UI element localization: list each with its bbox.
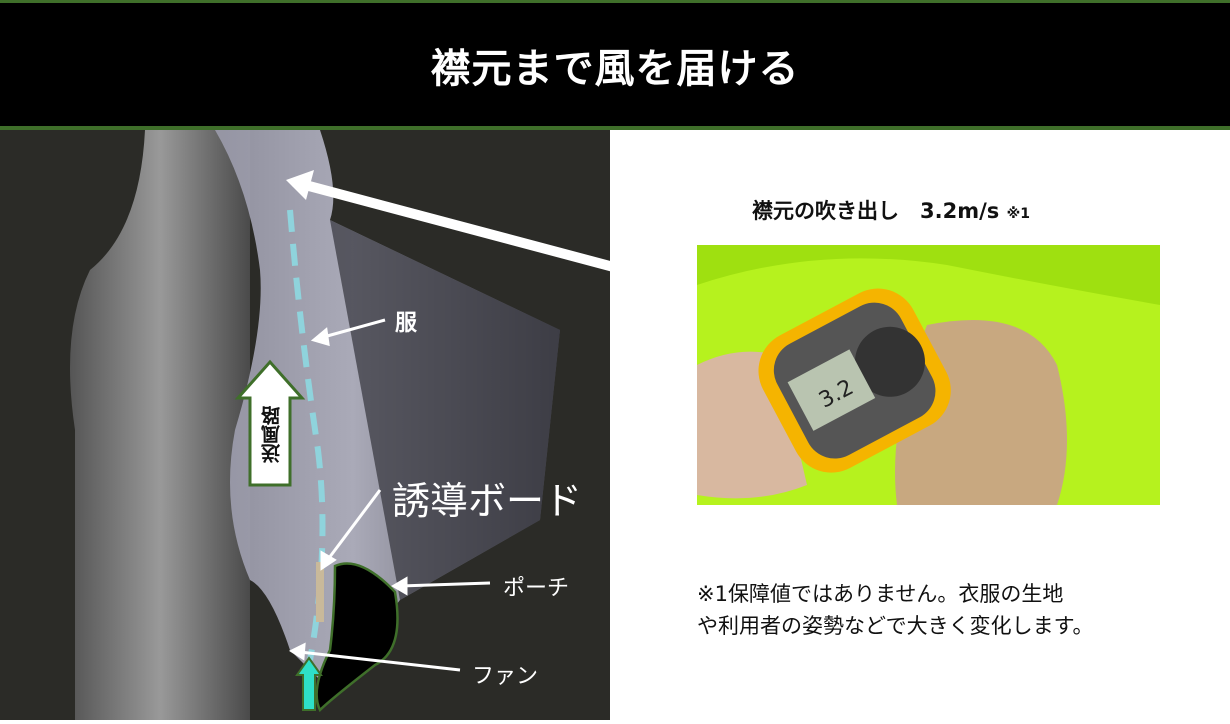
label-pouch: ポーチ <box>503 576 570 601</box>
label-clothes: 服 <box>395 311 418 336</box>
caption-text: 襟元の吹き出し 3.2m/s <box>752 199 1000 223</box>
title-bar: 襟元まで風を届ける <box>0 0 1230 130</box>
pointer-arrowhead <box>286 170 314 200</box>
footnote-mark: ※1 <box>1006 206 1030 222</box>
measurement-caption: 襟元の吹き出し 3.2m/s ※1 <box>752 195 1030 225</box>
air-path-arrow <box>234 359 306 487</box>
label-air-path: 送風路 <box>261 406 283 463</box>
wearer-illustration: 服 送風路 誘導ボード ポーチ ファン <box>0 130 702 720</box>
pouch <box>315 562 399 713</box>
body-silhouette <box>70 130 250 720</box>
anemometer-photo: 3.2 <box>697 245 1160 505</box>
slide-title: 襟元まで風を届ける <box>430 45 800 92</box>
label-guide-board: 誘導ボード <box>392 479 583 523</box>
guide-board <box>316 562 324 622</box>
label-fan: ファン <box>472 664 539 689</box>
note-line: ※1保障値ではありません。衣服の生地 <box>697 582 1064 606</box>
disclaimer-note: ※1保障値ではありません。衣服の生地 や利用者の姿勢などで大きく変化します。 <box>697 578 1093 642</box>
anemometer-display <box>787 349 876 431</box>
fan-arrow-icon <box>295 656 323 711</box>
note-line: や利用者の姿勢などで大きく変化します。 <box>697 614 1094 638</box>
